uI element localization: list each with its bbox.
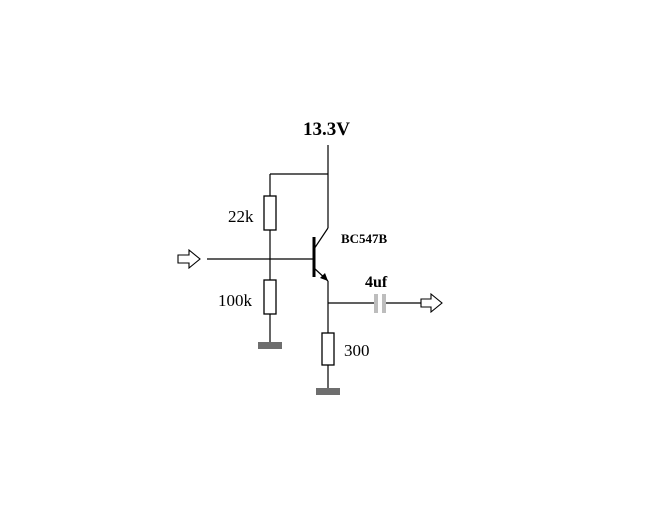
resistor-22k [263,195,277,231]
transistor-collector [313,227,329,250]
supply-voltage-label: 13.3V [303,119,350,140]
resistor-300 [321,332,335,366]
resistor-100k-label: 100k [218,291,253,310]
capacitor-plate-left [374,294,378,313]
ground-symbol-divider [258,342,282,349]
resistor-22k-label: 22k [228,207,254,226]
emitter-arrow-icon [320,273,328,281]
resistor-100k [263,279,277,315]
ground-symbol-emitter [316,388,340,395]
resistor-300-label: 300 [344,341,370,360]
output-arrow-icon [420,292,443,314]
input-arrow-icon [177,248,201,270]
transistor-label: BC547B [341,231,388,246]
capacitor-label: 4uf [365,274,388,291]
capacitor-plate-right [382,294,386,313]
